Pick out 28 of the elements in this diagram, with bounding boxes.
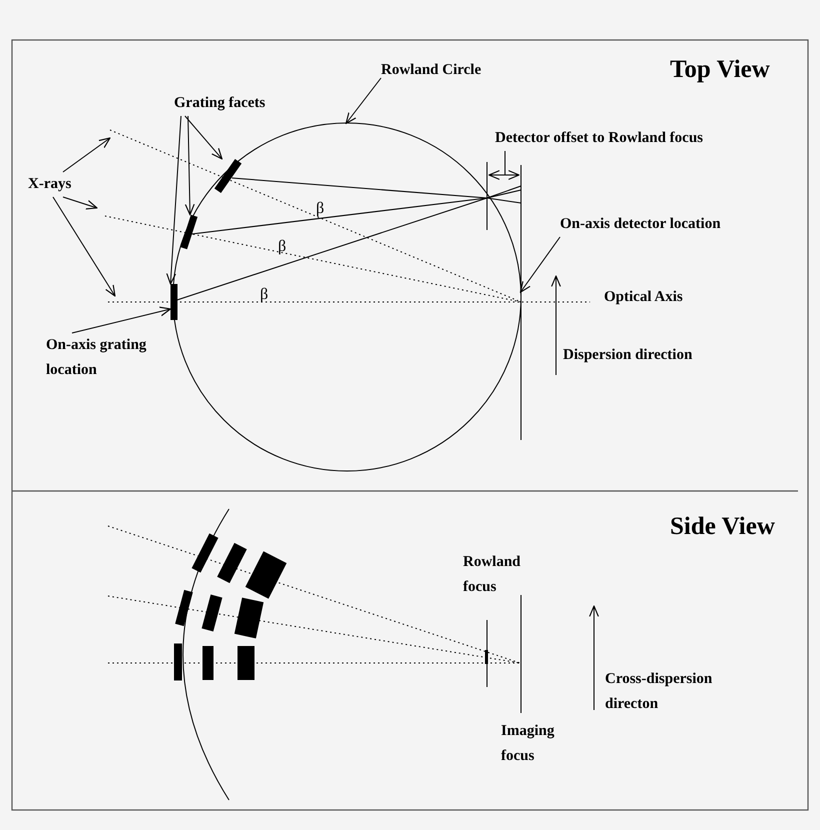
annotation-label: Optical Axis (604, 288, 683, 307)
annotation-label: On-axis detector location (560, 212, 721, 237)
grating-facet (170, 284, 178, 320)
leader-arrow (72, 306, 172, 334)
annotation-label: Rowland focus (463, 553, 522, 597)
leader-arrow (62, 137, 111, 172)
annotation-label: Cross-dispersion directon (605, 670, 714, 714)
leader-line (504, 150, 506, 176)
annotation-label: Dispersion direction (563, 346, 692, 365)
angle-label: β (260, 285, 268, 305)
annotation-label: On-axis grating location (46, 333, 171, 383)
view-heading: Top View (670, 55, 770, 85)
angle-label: β (316, 199, 324, 219)
annotation-label: Grating facets (174, 91, 266, 116)
angle-label: β (278, 237, 286, 257)
annotation-label: Imaging focus (501, 722, 556, 766)
annotation-label: Rowland Circle (381, 58, 482, 83)
leader-arrow (184, 116, 223, 160)
leader-arrow (520, 236, 560, 293)
leader-arrow (345, 78, 382, 124)
dimension-line (488, 170, 520, 180)
leader-arrow (184, 116, 195, 216)
leader-arrow (166, 116, 182, 285)
leader-arrow (62, 196, 98, 210)
annotation-label: X-rays (28, 172, 72, 197)
annotation-label: Detector offset to Rowland focus (495, 126, 704, 151)
view-heading: Side View (670, 512, 775, 542)
leader-arrow (52, 196, 116, 297)
